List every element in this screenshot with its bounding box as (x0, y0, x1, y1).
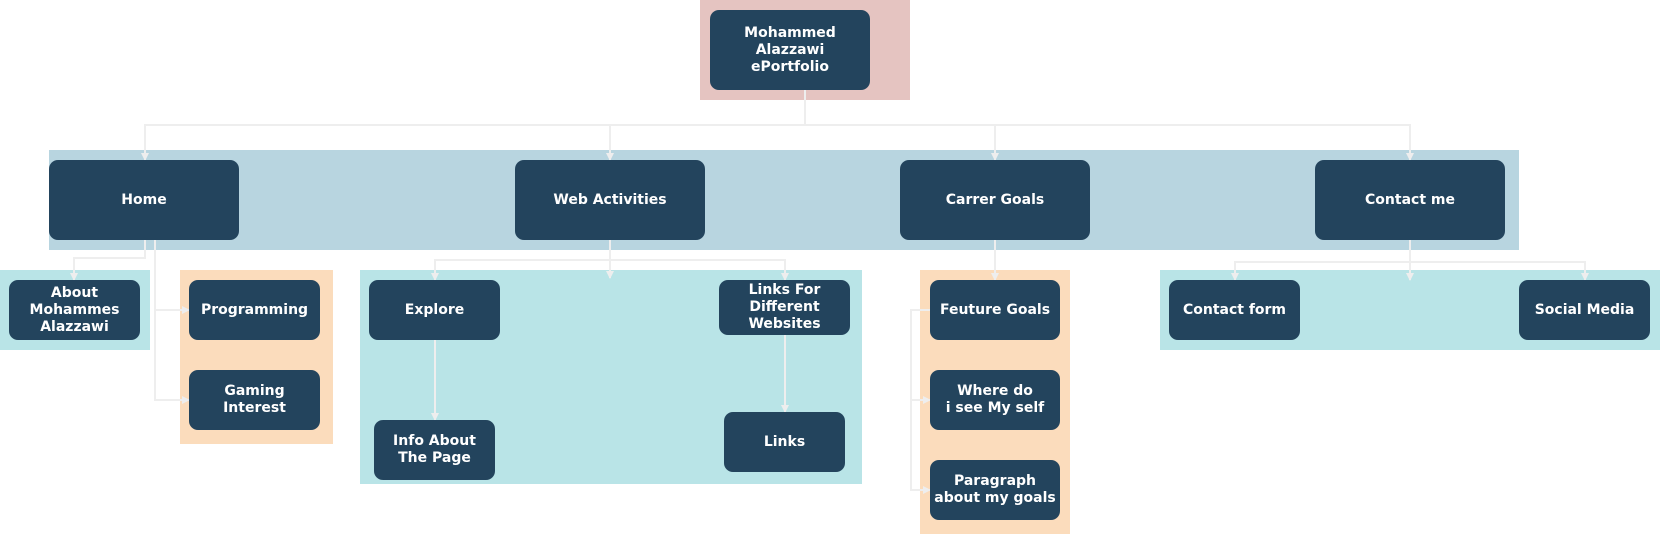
root-node[interactable]: Mohammed Alazzawi ePortfolio (710, 10, 870, 90)
contact-me-node[interactable]: Contact me (1315, 160, 1505, 240)
connector-web-links-for (609, 240, 789, 281)
where-do-i-see-myself-node[interactable]: Where do i see My self (930, 370, 1060, 430)
connector-contact-social (1409, 240, 1589, 281)
connector-root-contact (804, 90, 1414, 161)
connector-future-where (910, 309, 931, 404)
contact-form-node[interactable]: Contact form (1169, 280, 1300, 340)
links-for-websites-node[interactable]: Links For Different Websites (719, 280, 850, 335)
about-node[interactable]: About Mohammes Alazzawi (9, 280, 140, 340)
connector-root-web (606, 90, 806, 161)
future-goals-node[interactable]: Feuture Goals (930, 280, 1060, 340)
web-activities-node[interactable]: Web Activities (515, 160, 705, 240)
connector-home-programming (154, 240, 190, 314)
connector-contact-form (1231, 240, 1411, 281)
programming-node[interactable]: Programming (189, 280, 320, 340)
connector-future-paragraph (910, 400, 931, 494)
career-goals-node[interactable]: Carrer Goals (900, 160, 1090, 240)
gaming-interest-node[interactable]: Gaming Interest (189, 370, 320, 430)
social-media-node[interactable]: Social Media (1519, 280, 1650, 340)
info-about-page-node[interactable]: Info About The Page (374, 420, 495, 480)
home-node[interactable]: Home (49, 160, 239, 240)
paragraph-goals-node[interactable]: Paragraph about my goals (930, 460, 1060, 520)
explore-node[interactable]: Explore (369, 280, 500, 340)
links-node[interactable]: Links (724, 412, 845, 472)
connector-home-gaming (154, 240, 190, 404)
connector-web-explore (431, 240, 611, 281)
connector-home-about (70, 240, 146, 281)
sections-region (49, 150, 1519, 250)
